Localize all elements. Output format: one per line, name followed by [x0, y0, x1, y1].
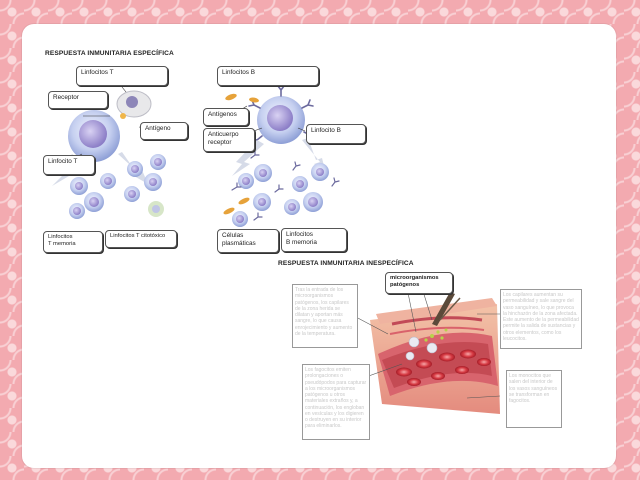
label-antigen-t: Antígeno	[140, 122, 188, 140]
label-antibody-receptor: Anticuerpo receptor	[203, 128, 255, 152]
label-t-lymphocyte: Linfocito T	[43, 155, 95, 175]
label-t-memory: Linfocitos T memoria	[43, 231, 103, 253]
content-card: RESPUESTA INMUNITARIA ESPECÍFICA RESPUES…	[22, 24, 616, 468]
label-t-lymphocytes: Linfocitos T	[76, 66, 168, 86]
label-b-lymphocyte: Linfocito B	[306, 124, 366, 144]
specific-response-title: RESPUESTA INMUNITARIA ESPECÍFICA	[45, 50, 174, 57]
text-monocytes: Los monocitos que salen del interior de …	[506, 370, 562, 428]
text-permeability: Los capilares aumentan su permeabilidad …	[500, 289, 582, 349]
immune-diagram-illustration	[52, 85, 501, 414]
label-t-cytotoxic: Linfocitos T citotóxico	[105, 230, 177, 248]
label-receptor: Receptor	[48, 91, 108, 109]
inflammation-diagram	[351, 287, 501, 414]
nonspecific-response-title: RESPUESTA INMUNITARIA INESPECÍFICA	[278, 260, 414, 267]
text-phagocytes: Los fagocitos emiten prolongaciones o ps…	[302, 364, 370, 440]
text-vasodilation: Tras la entrada de los microorganismos p…	[292, 284, 358, 348]
label-b-memory: Linfocitos B memoria	[281, 228, 347, 252]
b-cell-diagram	[223, 85, 340, 227]
label-b-lymphocytes: Linfocitos B	[217, 66, 319, 86]
label-plasma-cells: Células plasmáticas	[217, 229, 279, 253]
label-antigens: Antígenos	[203, 108, 249, 126]
label-pathogens: microorganismos patógenos	[385, 272, 453, 294]
